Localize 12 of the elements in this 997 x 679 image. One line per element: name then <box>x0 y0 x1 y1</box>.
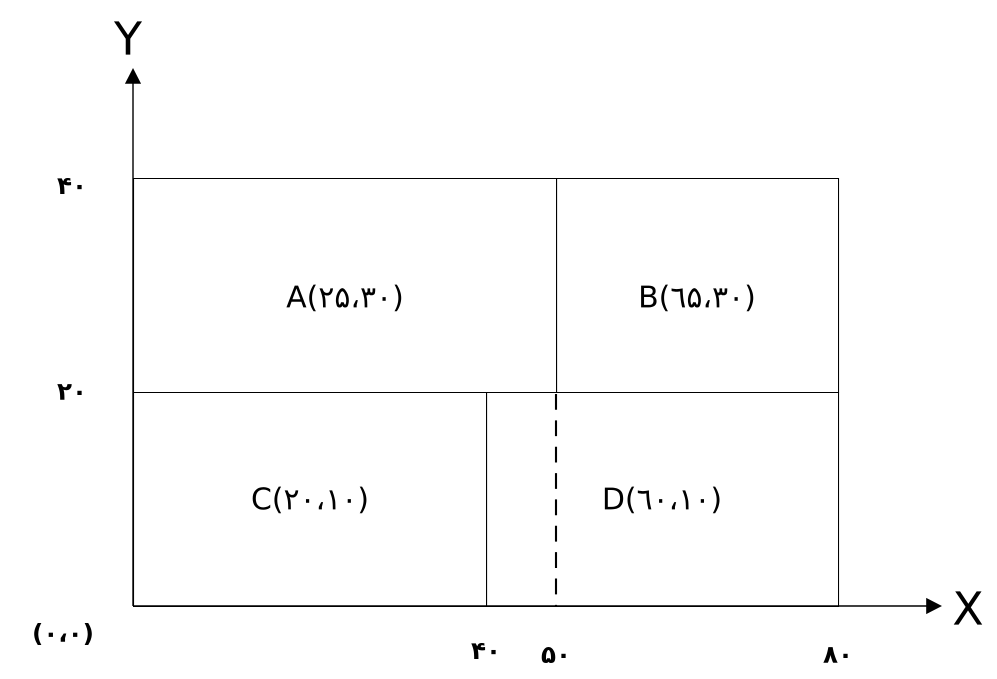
region-box: C(۲۰،۱۰) <box>133 392 488 608</box>
region-box: A(۲۵،۳۰) <box>133 178 558 394</box>
tick-label: ۸۰ <box>823 647 848 663</box>
tick-label: ۲۰ <box>57 384 82 400</box>
region-box: B(٦۵،۳۰) <box>556 178 840 394</box>
region-box: D(٦۰،۱۰) <box>486 392 840 608</box>
axis-label: Y <box>114 21 142 55</box>
tick-label: (۰،۰) <box>34 623 92 645</box>
tick-label: ۴۰ <box>57 178 82 194</box>
tick-label: ۴۰ <box>471 643 496 659</box>
axis-label: X <box>954 591 982 625</box>
tick-label: ۵۰ <box>542 646 566 663</box>
